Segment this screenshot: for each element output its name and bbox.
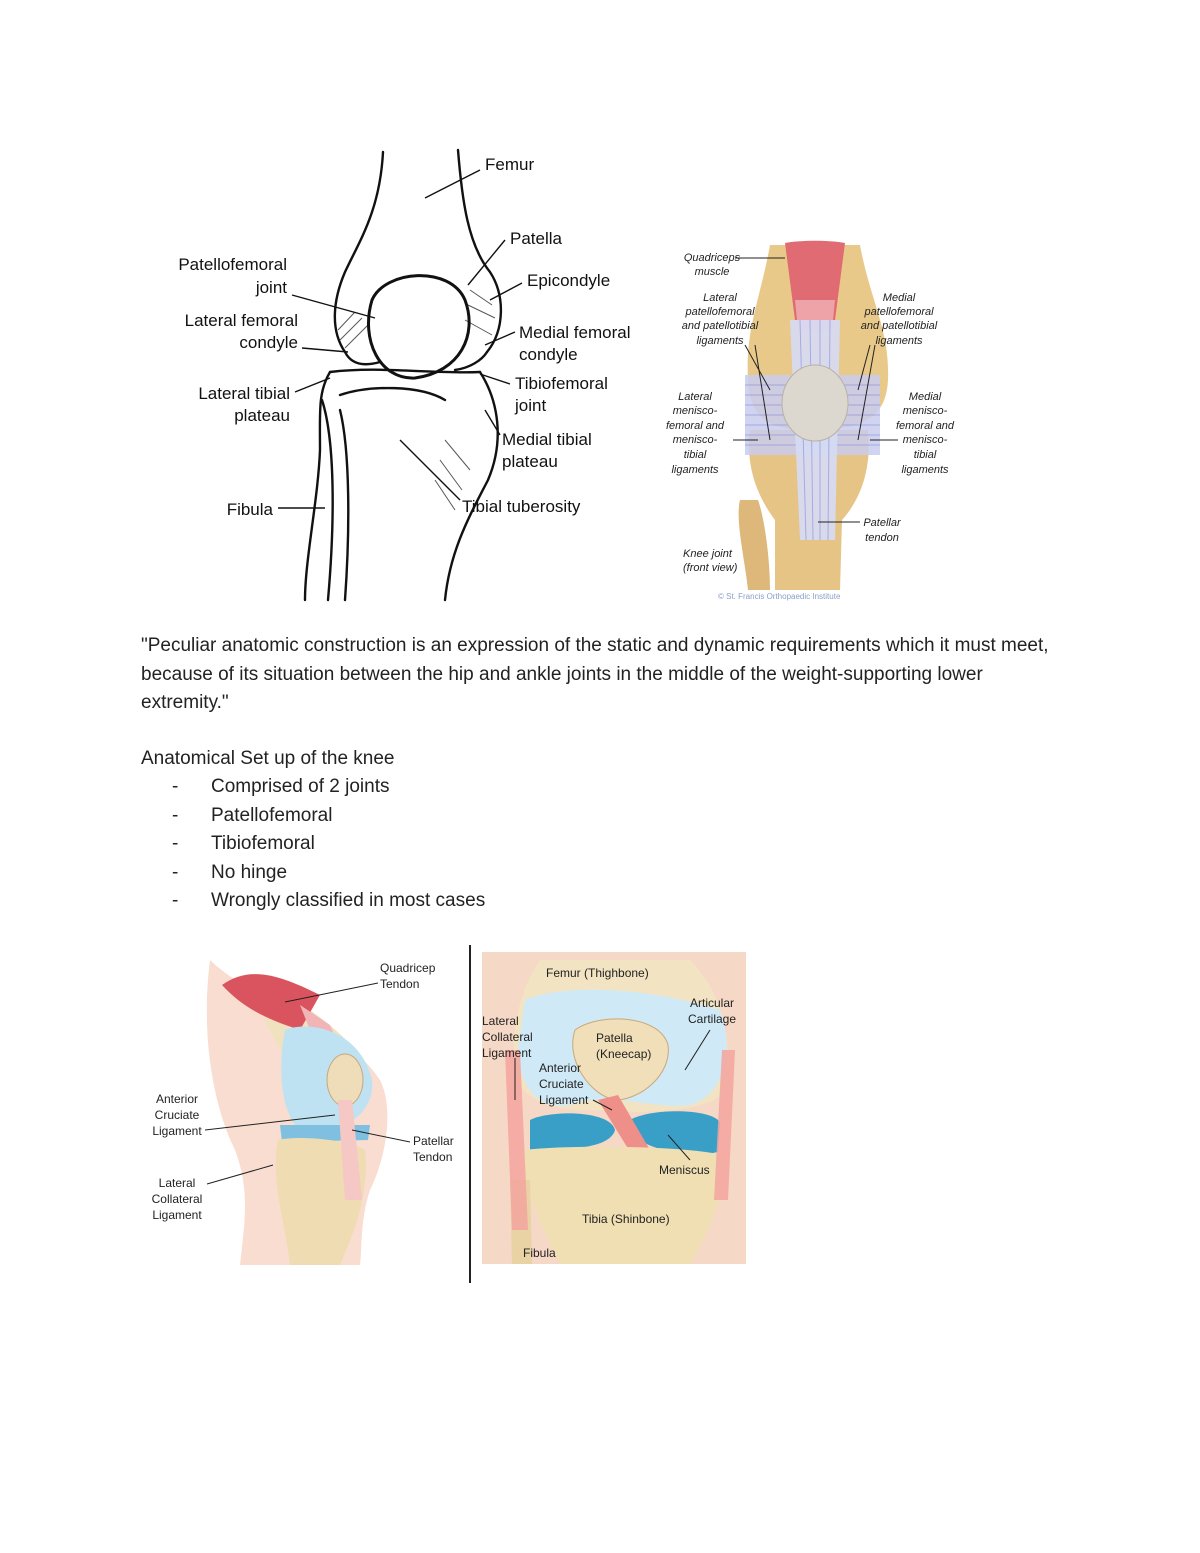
list-item: -Wrongly classified in most cases bbox=[172, 887, 485, 916]
label-medial-menisco-3: femoral and bbox=[896, 420, 955, 432]
label-acl-2: Cruciate bbox=[155, 1108, 200, 1122]
label-medial-pf-4: ligaments bbox=[875, 335, 923, 347]
label-fibula: Fibula bbox=[227, 500, 274, 519]
label-medial-pf-3: and patellotibial bbox=[861, 320, 938, 332]
knee-anterior-view-figure: Femur (Thighbone) Articular Cartilage La… bbox=[482, 952, 746, 1264]
label-quadriceps-1: Quadriceps bbox=[684, 252, 741, 264]
label-patella-1: Patella bbox=[596, 1031, 633, 1045]
label-lateral-femoral-condyle-1: Lateral femoral bbox=[185, 311, 298, 330]
label-lateral-tibial-plateau-1: Lateral tibial bbox=[198, 384, 290, 403]
bullet-marker: - bbox=[172, 776, 179, 797]
label-articular-2: Cartilage bbox=[688, 1012, 736, 1026]
label-patella: Patella bbox=[510, 229, 563, 248]
label-tibia: Tibia (Shinbone) bbox=[582, 1212, 670, 1226]
bullet-marker: - bbox=[172, 833, 179, 854]
knee-side-view-figure: Quadricep Tendon Anterior Cruciate Ligam… bbox=[152, 960, 454, 1265]
label-knee-joint-1: Knee joint bbox=[683, 548, 733, 560]
label-medial-menisco-6: ligaments bbox=[901, 464, 949, 476]
label-patellofemoral-joint-2: joint bbox=[255, 278, 287, 297]
knee-line-drawing-figure: Femur Patella Patellofemoral joint Epico… bbox=[178, 148, 631, 602]
label-tibiofemoral-joint-2: joint bbox=[514, 396, 546, 415]
label-lateral-menisco-6: ligaments bbox=[671, 464, 719, 476]
label-lateral-pf-3: and patellotibial bbox=[682, 320, 759, 332]
label-patellar-tendon-1: Patellar bbox=[413, 1134, 454, 1148]
label-lcl-2: Collateral bbox=[482, 1030, 533, 1044]
label-quadricep-tendon-1: Quadricep bbox=[380, 961, 436, 975]
label-acl-3: Ligament bbox=[539, 1093, 589, 1107]
label-acl-1: Anterior bbox=[539, 1061, 581, 1075]
bullet-marker: - bbox=[172, 804, 179, 826]
label-acl-1: Anterior bbox=[156, 1092, 198, 1106]
label-lateral-menisco-2: menisco- bbox=[673, 405, 718, 417]
label-lateral-pf-1: Lateral bbox=[703, 292, 737, 304]
figure-credit: © St. Francis Orthopaedic Institute bbox=[718, 592, 841, 601]
label-acl-2: Cruciate bbox=[539, 1077, 584, 1091]
label-lcl-2: Collateral bbox=[152, 1192, 203, 1206]
label-lateral-femoral-condyle-2: condyle bbox=[239, 333, 298, 352]
label-lcl-3: Ligament bbox=[482, 1046, 532, 1060]
label-tibiofemoral-joint-1: Tibiofemoral bbox=[515, 374, 608, 393]
label-medial-menisco-4: menisco- bbox=[903, 434, 948, 446]
label-patellar-tendon-2: tendon bbox=[865, 532, 899, 544]
label-femur: Femur (Thighbone) bbox=[546, 966, 649, 980]
label-patellofemoral-joint-1: Patellofemoral bbox=[178, 255, 287, 274]
label-lateral-menisco-1: Lateral bbox=[678, 391, 712, 403]
label-patellar-tendon-2: Tendon bbox=[413, 1150, 452, 1164]
label-lateral-tibial-plateau-2: plateau bbox=[234, 406, 290, 425]
bullet-list: -Comprised of 2 joints -Patellofemoral -… bbox=[172, 773, 485, 916]
label-medial-menisco-1: Medial bbox=[909, 391, 942, 403]
label-medial-pf-2: patellofemoral bbox=[863, 306, 934, 318]
quote-paragraph: "Peculiar anatomic construction is an ex… bbox=[141, 635, 1049, 713]
label-tibial-tuberosity: Tibial tuberosity bbox=[462, 497, 581, 516]
label-lateral-menisco-4: menisco- bbox=[673, 434, 718, 446]
list-item: -No hinge bbox=[172, 859, 485, 888]
label-lateral-menisco-3: femoral and bbox=[666, 420, 725, 432]
label-articular-1: Articular bbox=[690, 996, 734, 1010]
figure-divider bbox=[469, 945, 471, 1283]
label-lateral-menisco-5: tibial bbox=[684, 449, 707, 461]
label-medial-tibial-plateau-1: Medial tibial bbox=[502, 430, 592, 449]
label-lcl-1: Lateral bbox=[482, 1014, 519, 1028]
list-item: -Comprised of 2 joints bbox=[172, 773, 485, 802]
label-quadricep-tendon-2: Tendon bbox=[380, 977, 419, 991]
label-knee-joint-2: (front view) bbox=[683, 562, 738, 574]
label-quadriceps-2: muscle bbox=[695, 266, 730, 278]
label-medial-pf-1: Medial bbox=[883, 292, 916, 304]
label-femur: Femur bbox=[485, 155, 534, 174]
label-medial-menisco-2: menisco- bbox=[903, 405, 948, 417]
label-epicondyle: Epicondyle bbox=[527, 271, 610, 290]
knee-front-view-figure: Quadriceps muscle Lateral patellofemoral… bbox=[666, 240, 955, 601]
label-fibula: Fibula bbox=[523, 1246, 556, 1260]
bullet-marker: - bbox=[172, 890, 179, 911]
label-medial-femoral-condyle-2: condyle bbox=[519, 345, 578, 364]
bullet-marker: - bbox=[172, 861, 179, 883]
label-acl-3: Ligament bbox=[152, 1124, 202, 1138]
section-heading: Anatomical Set up of the knee bbox=[141, 748, 395, 769]
list-item: -Patellofemoral bbox=[172, 802, 485, 831]
label-medial-femoral-condyle-1: Medial femoral bbox=[519, 323, 631, 342]
label-lateral-pf-2: patellofemoral bbox=[684, 306, 755, 318]
list-item: -Tibiofemoral bbox=[172, 830, 485, 859]
label-lateral-pf-4: ligaments bbox=[696, 335, 744, 347]
label-meniscus: Meniscus bbox=[659, 1163, 710, 1177]
label-lcl-1: Lateral bbox=[159, 1176, 196, 1190]
label-lcl-3: Ligament bbox=[152, 1208, 202, 1222]
label-medial-tibial-plateau-2: plateau bbox=[502, 452, 558, 471]
label-medial-menisco-5: tibial bbox=[914, 449, 937, 461]
label-patellar-tendon-1: Patellar bbox=[863, 517, 902, 529]
label-patella-2: (Kneecap) bbox=[596, 1047, 651, 1061]
